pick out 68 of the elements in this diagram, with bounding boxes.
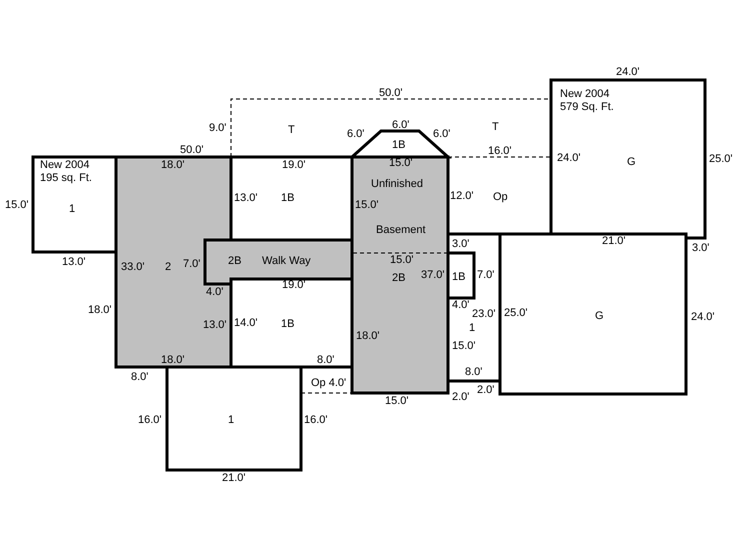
dimension-label: 15.0' <box>390 254 414 267</box>
dimension-label: 8.0' <box>465 366 482 379</box>
dimension-label: 14.0' <box>234 317 258 330</box>
dimension-label: 18.0' <box>88 304 112 317</box>
room-label: 1B <box>392 139 406 152</box>
dimension-label: 18.0' <box>356 330 380 343</box>
dimension-label: 23.0' <box>472 308 496 321</box>
dimension-label: 6.0' <box>392 119 410 132</box>
area-label: T <box>492 121 499 134</box>
room-label: Basement <box>376 224 426 237</box>
dimension-label: 15.0' <box>452 340 476 353</box>
dimension-label: 13.0' <box>234 192 258 205</box>
area-label: T <box>288 124 295 137</box>
room-label: G <box>595 310 604 323</box>
room-label: 1B <box>281 318 294 331</box>
dimension-label: 33.0' <box>121 261 145 274</box>
dimension-label: 21.0' <box>602 235 626 248</box>
room-note: New 2004 195 sq. Ft. <box>40 159 93 185</box>
room-label: 2 <box>165 261 172 274</box>
area-label: Op <box>493 191 508 204</box>
dimension-label: Op 4.0' <box>311 377 346 390</box>
room-label: 2B <box>228 255 242 268</box>
dimension-label: 2.0' <box>452 391 470 404</box>
room-label: 2B <box>392 272 406 285</box>
dimension-label: 16.0' <box>138 414 162 427</box>
room-label: Walk Way <box>262 255 311 268</box>
dimension-label: 21.0' <box>222 472 246 485</box>
dimension-label: 37.0' <box>421 269 445 282</box>
dimension-label: 24.0' <box>557 152 581 165</box>
dimension-label: 15.0' <box>385 395 409 408</box>
dimension-label: 24.0' <box>691 311 715 324</box>
room-label: 1B <box>281 192 294 205</box>
dimension-label: 4.0' <box>452 299 470 312</box>
dimension-label: 24.0' <box>616 66 640 79</box>
room-label: G <box>627 156 636 169</box>
dimension-label: 50.0' <box>180 144 204 157</box>
dimension-label: 7.0' <box>477 269 494 282</box>
dimension-label: 6.0' <box>347 128 364 141</box>
dimension-label: 3.0' <box>452 238 470 251</box>
dimension-label: 19.0' <box>282 279 306 292</box>
dimension-label: 2.0' <box>477 384 494 397</box>
dimension-label: 8.0' <box>317 354 334 367</box>
room-label: 1 <box>469 322 476 335</box>
dimension-label: 16.0' <box>488 145 512 158</box>
dimension-label: 13.0' <box>203 319 227 332</box>
dimension-label: 15.0' <box>389 157 413 170</box>
dimension-label: 9.0' <box>209 122 226 135</box>
dimension-label: 15.0' <box>5 199 29 212</box>
dimension-label: 19.0' <box>282 159 306 172</box>
dimension-label: 12.0' <box>450 190 474 203</box>
dimension-label: 25.0' <box>504 307 528 320</box>
dimension-label: 4.0' <box>206 286 224 299</box>
dimension-label: 13.0' <box>62 256 86 269</box>
room-label: 1 <box>69 203 76 216</box>
room-label: 1B <box>452 271 466 284</box>
dimension-label: 18.0' <box>161 159 185 172</box>
room-note: New 2004 579 Sq. Ft. <box>560 88 615 114</box>
dimension-label: 16.0' <box>304 414 328 427</box>
dimension-label: 15.0' <box>355 199 379 212</box>
dimension-label: 50.0' <box>379 87 403 100</box>
dimension-label: 25.0' <box>709 153 733 166</box>
dimension-label: 7.0' <box>183 258 200 271</box>
dimension-label: 6.0' <box>433 128 450 141</box>
dimension-label: 18.0' <box>161 354 185 367</box>
room-label: Unfinished <box>371 178 423 191</box>
room-label: 1 <box>228 414 234 427</box>
dimension-label: 3.0' <box>692 242 710 255</box>
dimension-label: 8.0' <box>131 371 148 384</box>
